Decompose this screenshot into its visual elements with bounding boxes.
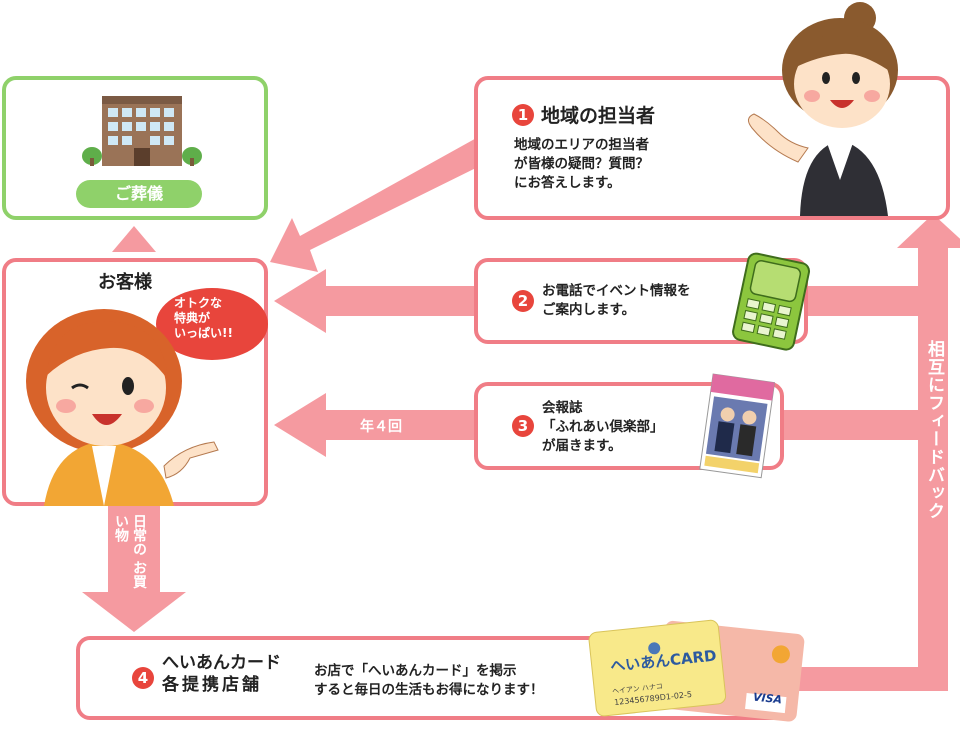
speech-bubble-text: オトクな 特典が いっぱい!! xyxy=(174,296,233,340)
building-icon xyxy=(82,96,202,166)
funeral-box: ご葬儀 xyxy=(2,76,268,220)
customer-title: お客様 xyxy=(98,272,152,293)
step3-arrow-shaft xyxy=(322,410,482,440)
card-to-feedback-connector xyxy=(780,667,948,691)
phone-icon xyxy=(732,252,811,351)
step3-frequency-label: 年４回 xyxy=(360,419,402,435)
customer-illustration xyxy=(26,309,219,506)
feedback-arrow-head xyxy=(897,214,960,248)
funeral-label[interactable]: ご葬儀 xyxy=(76,180,202,208)
shopping-label: 日常の お買い物 xyxy=(113,514,147,589)
magazine-icon xyxy=(699,373,776,479)
step1-description: 地域のエリアの担当者 が皆様の疑問？質問？ にお答えします。 xyxy=(514,137,649,191)
step1-number-badge: 1 xyxy=(512,104,534,126)
shopping-arrow-head xyxy=(82,592,186,632)
shopping-arrow-shaft xyxy=(108,506,160,596)
step4-title: へいあんカード 各提携店舗 xyxy=(162,653,281,695)
step3-feedback-connector xyxy=(780,410,920,440)
feedback-label: 相互にフィードバック xyxy=(924,340,944,520)
step4-description: お店で「へいあんカード」を掲示 すると毎日の生活もお得になります！ xyxy=(314,663,544,698)
step2-arrow-head xyxy=(274,269,326,333)
step2-number-badge: 2 xyxy=(512,290,534,312)
step2-description: お電話でイベント情報を ご案内します。 xyxy=(542,283,691,318)
feedback-arrow-shaft xyxy=(918,240,948,688)
customer-box: お客様 オトクな 特典が いっぱい!! xyxy=(2,258,268,506)
step1-title: 地域の担当者 xyxy=(541,105,656,127)
step2-feedback-connector xyxy=(800,286,920,316)
step3-number-badge: 3 xyxy=(512,415,534,437)
step1-diagonal-arrow xyxy=(270,136,488,272)
step2-arrow-shaft xyxy=(322,286,482,316)
cards-illustration xyxy=(588,619,805,722)
staff-illustration xyxy=(748,2,898,216)
step3-arrow-head xyxy=(274,393,326,457)
step3-description: 会報誌 「ふれあい倶楽部」 が届きます。 xyxy=(542,400,664,454)
customer-to-funeral-arrow xyxy=(112,226,156,252)
step4-number-badge: 4 xyxy=(132,667,154,689)
